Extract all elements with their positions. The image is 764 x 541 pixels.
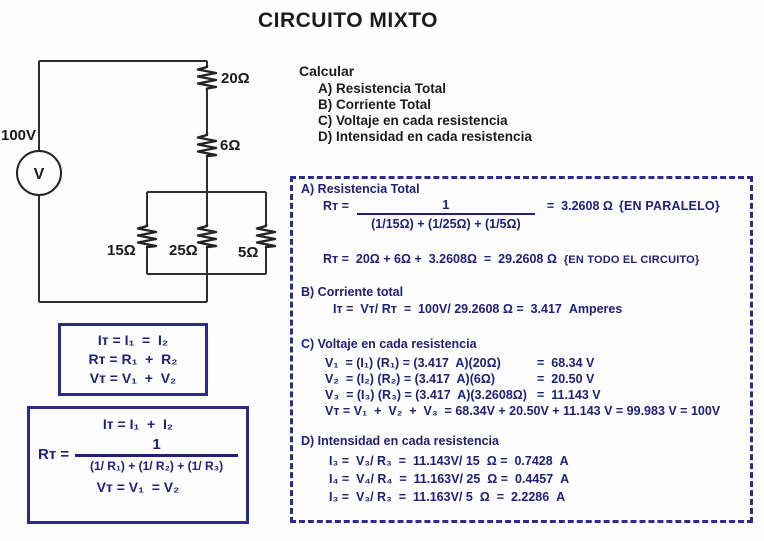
voltage-row-total: Vᴛ = V₁ + V₂ + V₃ = 68.34V + 20.50V + 11… xyxy=(325,403,720,419)
fraction: 1 (1/15Ω) + (1/25Ω) + (1/5Ω) xyxy=(356,197,535,231)
voltage-row-1-expr: V₁ = (I₁) (R₁) = (3.417 A)(20Ω) xyxy=(325,356,501,370)
solution-panel: A) Resistencia Total Rᴛ = 1 (1/15Ω) + (1… xyxy=(290,176,753,523)
parallel-fraction-denominator: (1/ R₁) + (1/ R₂) + (1/ R₃) xyxy=(89,458,224,473)
section-d-heading: D) Intensidad en cada resistencia xyxy=(301,434,499,448)
fraction-numerator: 1 xyxy=(442,197,450,212)
section-a-total-note: {EN TODO EL CIRCUITO} xyxy=(563,254,700,266)
resistor-25ohm-symbol xyxy=(196,224,218,249)
resistor-15ohm-label: 15Ω xyxy=(107,242,136,259)
series-formula-current: Iᴛ = I₁ = I₂ xyxy=(97,332,169,348)
resistor-25ohm-label: 25Ω xyxy=(169,242,198,259)
problem-item-d: D) Intensidad en cada resistencia xyxy=(318,129,532,144)
voltage-row-2-result: = 20.50 V xyxy=(537,372,595,386)
voltage-row-total-expr: Vᴛ = V₁ + V₂ + V₃ = 68.34V + 20.50V + 11… xyxy=(325,404,616,418)
fraction-denominator: (1/15Ω) + (1/25Ω) + (1/5Ω) xyxy=(371,217,521,231)
resistor-6ohm-symbol xyxy=(196,133,218,158)
parallel-fraction: 1 (1/ R₁) + (1/ R₂) + (1/ R₃) xyxy=(75,437,238,473)
resistor-20ohm-label: 20Ω xyxy=(221,70,250,87)
parallel-formula-box: Iᴛ = I₁ + I₂ Rᴛ = 1 (1/ R₁) + (1/ R₂) + … xyxy=(27,406,249,524)
problem-item-b: B) Corriente Total xyxy=(318,97,432,112)
section-c-rows: V₁ = (I₁) (R₁) = (3.417 A)(20Ω) = 68.34 V… xyxy=(325,355,720,419)
voltage-row-2: V₂ = (I₂) (R₂) = (3.417 A)(6Ω) = 20.50 V xyxy=(325,371,720,387)
resistor-15ohm-symbol xyxy=(136,224,158,249)
voltage-row-1-result: = 68.34 V xyxy=(537,356,595,370)
voltmeter-circle xyxy=(16,150,62,196)
section-a-result: = 3.2608 Ω xyxy=(546,199,613,213)
section-b-heading: B) Corriente total xyxy=(301,285,404,299)
voltage-row-2-expr: V₂ = (I₂) (R₂) = (3.417 A)(6Ω) xyxy=(325,372,496,386)
current-row-3: I₃ = V₃/ R₃ = 11.163V/ 5 Ω = 2.2286 A xyxy=(329,490,566,504)
fraction-prefix: Rᴛ = xyxy=(323,199,349,213)
section-a-fraction-row: Rᴛ = 1 (1/15Ω) + (1/25Ω) + (1/5Ω) = 3.26… xyxy=(323,197,720,232)
voltage-row-3: V₃ = (I₃) (R₃) = (3.417 A)(3.2608Ω) = 11.… xyxy=(325,387,720,403)
section-c-heading: C) Voltaje en cada resistencia xyxy=(301,337,477,351)
parallel-formula-current: Iᴛ = I₁ + I₂ xyxy=(102,416,174,432)
parallel-formula-voltage: Vᴛ = V₁ = V₂ xyxy=(96,478,180,495)
voltage-row-1: V₁ = (I₁) (R₁) = (3.417 A)(20Ω) = 68.34 V xyxy=(325,355,720,371)
series-formula-voltage: Vᴛ = V₁ + V₂ xyxy=(89,370,177,386)
section-b-line: Iᴛ = Vᴛ/ Rᴛ = 100V/ 29.2608 Ω = 3.417 Am… xyxy=(333,302,623,316)
section-a-total-text: Rᴛ = 20Ω + 6Ω + 3.2608Ω = 29.2608 Ω xyxy=(323,252,564,266)
section-d-rows: I₃ = V₃/ R₃ = 11.143V/ 15 Ω = 0.7428 A I… xyxy=(329,452,569,506)
section-a-note: {EN PARALELO} xyxy=(618,199,720,213)
parallel-fraction-numerator: 1 xyxy=(152,436,161,453)
page-title: CIRCUITO MIXTO xyxy=(257,9,439,32)
voltage-row-total-result: = 99.983 V = 100V xyxy=(615,404,721,418)
section-a-total-line: Rᴛ = 20Ω + 6Ω + 3.2608Ω = 29.2608 Ω {EN … xyxy=(323,252,699,266)
current-row-1: I₃ = V₃/ R₃ = 11.143V/ 15 Ω = 0.7428 A xyxy=(329,454,569,468)
problem-statement: Calcular A) Resistencia Total B) Corrien… xyxy=(299,63,532,145)
resistor-20ohm-symbol xyxy=(196,65,218,90)
voltmeter-label: V xyxy=(34,166,45,183)
source-voltage-label: 100V xyxy=(1,127,36,144)
parallel-fraction-prefix: Rᴛ = xyxy=(38,446,70,464)
section-a-heading: A) Resistencia Total xyxy=(301,182,420,196)
problem-item-c: C) Voltaje en cada resistencia xyxy=(318,113,508,128)
problem-heading: Calcular xyxy=(299,63,355,79)
resistor-5ohm-symbol xyxy=(255,224,277,249)
parallel-formula-resistance-row: Rᴛ = 1 (1/ R₁) + (1/ R₂) + (1/ R₃) xyxy=(30,437,246,473)
resistor-6ohm-label: 6Ω xyxy=(220,137,240,154)
parallel-fraction-bar xyxy=(75,454,238,457)
series-formula-resistance: Rᴛ = R₁ + R₂ xyxy=(88,351,178,367)
voltage-row-3-result: = 11.143 V xyxy=(537,388,601,402)
series-formula-box: Iᴛ = I₁ = I₂ Rᴛ = R₁ + R₂ Vᴛ = V₁ + V₂ xyxy=(58,323,208,396)
problem-item-a: A) Resistencia Total xyxy=(318,81,447,96)
circuit-diagram: V 100V 20Ω 6Ω 15Ω 25Ω 5Ω xyxy=(1,60,277,303)
current-row-2: I₄ = V₄/ R₄ = 11.163V/ 25 Ω = 0.4457 A xyxy=(329,472,570,486)
voltage-row-3-expr: V₃ = (I₃) (R₃) = (3.417 A)(3.2608Ω) xyxy=(325,388,527,402)
resistor-5ohm-label: 5Ω xyxy=(238,244,258,261)
circuit-wires xyxy=(38,60,267,303)
fraction-bar xyxy=(356,213,535,215)
